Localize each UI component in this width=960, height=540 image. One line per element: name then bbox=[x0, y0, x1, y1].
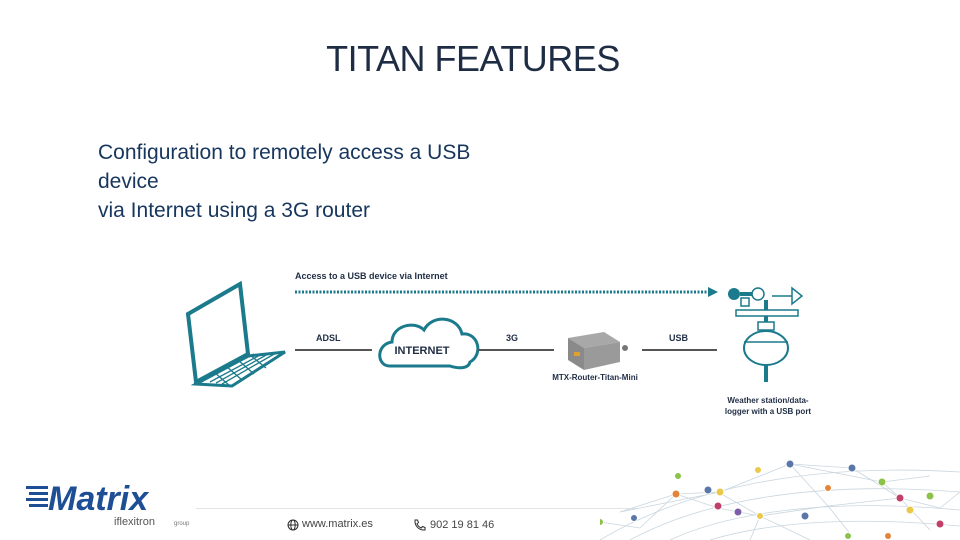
router-label: MTX-Router-Titan-Mini bbox=[552, 373, 638, 382]
footer-divider bbox=[196, 508, 636, 509]
body-line: device bbox=[98, 167, 538, 196]
website-link[interactable]: www.matrix.es bbox=[302, 518, 373, 530]
logo-group: group bbox=[174, 521, 190, 527]
station-label-line1: Weather station/data- bbox=[727, 396, 809, 405]
top-caption: Access to a USB device via Internet bbox=[295, 271, 448, 281]
logo-text: Matrix bbox=[48, 480, 150, 518]
logo-subtext: iflexitron bbox=[114, 516, 155, 528]
laptop-icon bbox=[188, 284, 285, 386]
3g-label: 3G bbox=[506, 333, 518, 343]
matrix-logo: Matrix iflexitron group bbox=[26, 480, 216, 530]
phone-number: 902 19 81 46 bbox=[430, 519, 494, 531]
body-line: via Internet using a 3G router bbox=[98, 196, 538, 225]
globe-icon bbox=[287, 519, 299, 531]
phone-icon bbox=[413, 519, 426, 532]
cloud-icon bbox=[380, 319, 478, 368]
weather-station-icon bbox=[728, 288, 802, 382]
network-diagram: Access to a USB device via Internet ADSL bbox=[180, 262, 820, 432]
cloud-label: INTERNET bbox=[395, 345, 450, 357]
body-text: Configuration to remotely access a USB d… bbox=[98, 138, 538, 225]
network-decoration bbox=[600, 452, 960, 540]
usb-label: USB bbox=[669, 333, 689, 343]
slide-title: TITAN FEATURES bbox=[0, 38, 946, 80]
arrow-head bbox=[708, 287, 718, 297]
router-icon bbox=[568, 332, 628, 370]
adsl-label: ADSL bbox=[316, 333, 341, 343]
body-line: Configuration to remotely access a USB bbox=[98, 138, 538, 167]
station-label-line2: logger with a USB port bbox=[725, 407, 812, 416]
